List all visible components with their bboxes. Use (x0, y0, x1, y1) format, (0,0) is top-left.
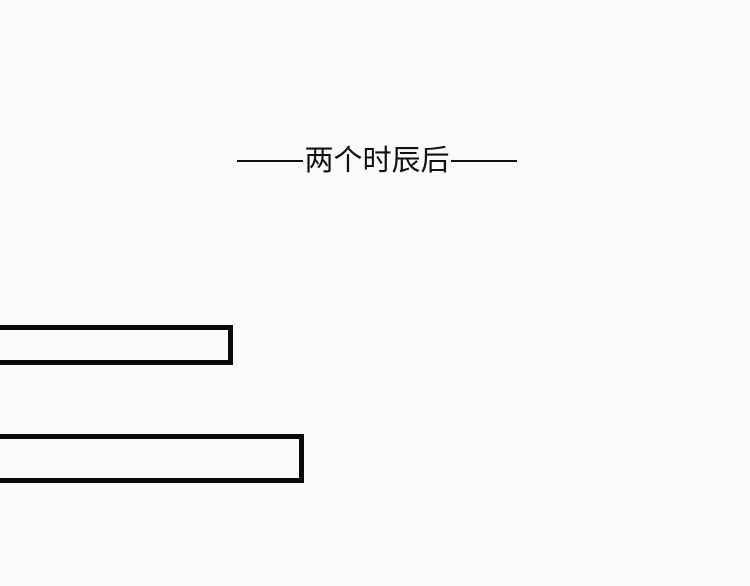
caption-text: 两个时辰后 (304, 143, 450, 177)
left-dash-line (237, 160, 304, 162)
empty-panel-frame-2 (0, 434, 304, 483)
right-dash-line (450, 160, 517, 162)
empty-panel-frame-1 (0, 325, 233, 365)
scene-transition-caption: 两个时辰后 (232, 140, 522, 180)
